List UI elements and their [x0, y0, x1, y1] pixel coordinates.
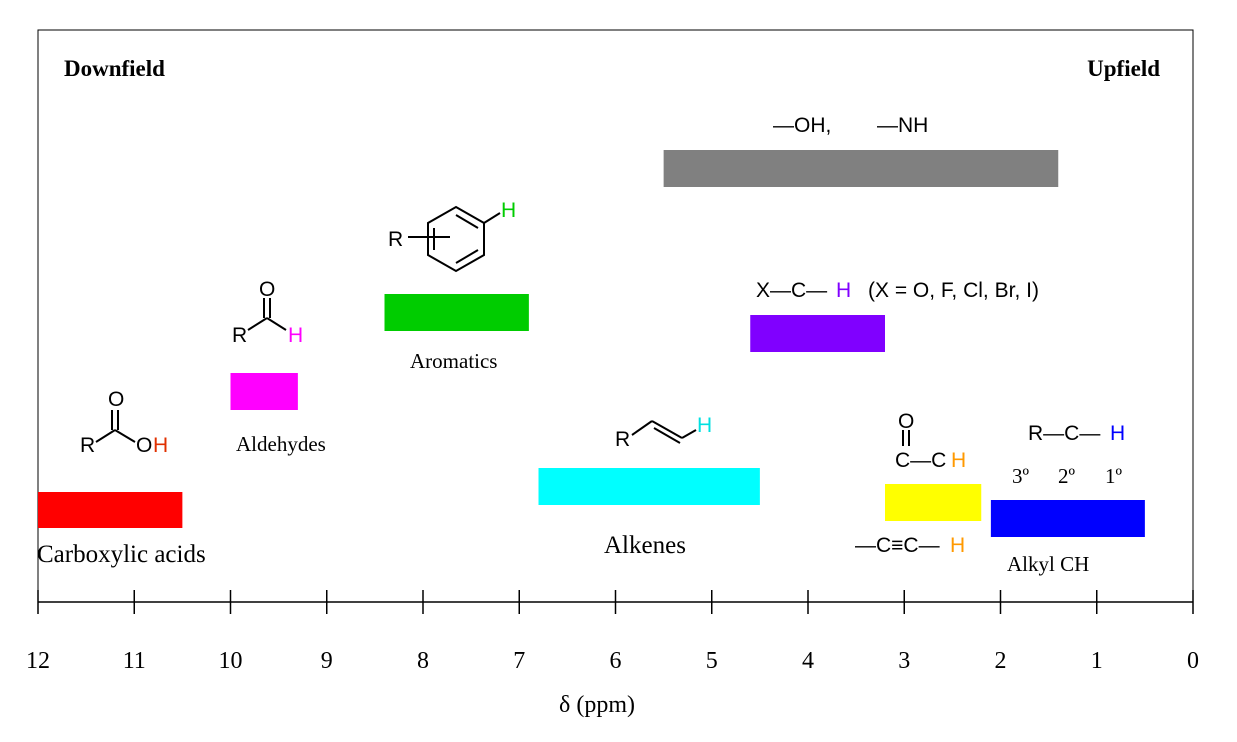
x-tick-label: 10 [219, 648, 243, 674]
downfield-label: Downfield [64, 56, 165, 81]
r-atom: R [80, 434, 95, 457]
x-tick-label: 7 [513, 648, 525, 674]
primary-label: 1º [1105, 464, 1123, 488]
tertiary-label: 3º [1012, 464, 1030, 488]
carboxylic-acid-structure [95, 410, 136, 443]
range-bar-x-c-h [750, 315, 885, 352]
range-bar-alkenes [538, 468, 760, 505]
acid-h-atom: H [153, 434, 168, 457]
o-atom: O [898, 410, 914, 433]
x-tick-label: 5 [706, 648, 718, 674]
x-tick-label: 11 [123, 648, 146, 674]
xch-structure: X—C— [756, 279, 827, 302]
x-tick-label: 4 [802, 648, 814, 674]
alkene-structure [631, 420, 697, 444]
x-tick-label: 9 [321, 648, 333, 674]
range-bar-aromatics [384, 294, 529, 331]
r-atom: R [615, 428, 630, 451]
oh-label: —OH, [773, 114, 831, 137]
x-tick-label: 12 [26, 648, 50, 674]
range-bar-o-c-ch-alkyne-c-h [885, 484, 982, 521]
secondary-label: 2º [1058, 464, 1076, 488]
nh-label: —NH [877, 114, 928, 137]
carbonyl-h-atom: H [951, 449, 966, 472]
alkenes-label: Alkenes [604, 532, 686, 559]
x-tick-label: 6 [610, 648, 622, 674]
x-tick-label: 2 [995, 648, 1007, 674]
aldehyde-h-atom: H [288, 324, 303, 347]
aromatics-label: Aromatics [410, 349, 497, 373]
xch-halogen-list: (X = O, F, Cl, Br, I) [868, 279, 1039, 302]
x-tick-label: 3 [898, 648, 910, 674]
o-atom: O [259, 278, 275, 301]
x-tick-label: 0 [1187, 648, 1199, 674]
x-axis-label: δ (ppm) [559, 692, 635, 718]
range-bar-aldehydes [230, 373, 298, 410]
range-bar-oh-nh [663, 150, 1059, 187]
range-bar-alkyl-ch [990, 500, 1145, 537]
o-atom: O [108, 388, 124, 411]
range-bar-carboxylic-acids [38, 492, 183, 528]
upfield-label: Upfield [1087, 56, 1160, 81]
rch-structure: R—C— [1028, 422, 1100, 445]
xch-h-atom: H [836, 279, 851, 302]
alkyne-structure: —C≡C— [855, 534, 940, 557]
x-tick-label: 8 [417, 648, 429, 674]
o-atom: O [136, 434, 152, 457]
alkyne-h-atom: H [950, 534, 965, 557]
aromatic-h-atom: H [501, 199, 516, 222]
carbonyl-ch-structure: C—C [895, 449, 946, 472]
alkyl-h-atom: H [1110, 422, 1125, 445]
x-tick-label: 1 [1091, 648, 1103, 674]
r-atom: R [388, 228, 403, 251]
carbonyl-double-bond [902, 430, 910, 446]
aldehyde-structure [247, 298, 287, 331]
carboxylic-acids-label: Carboxylic acids [37, 541, 206, 568]
benzene-ring-structure [408, 205, 501, 273]
alkene-h-atom: H [697, 414, 712, 437]
alkyl-ch-label: Alkyl CH [1007, 552, 1089, 576]
r-atom: R [232, 324, 247, 347]
aldehydes-label: Aldehydes [236, 432, 326, 456]
